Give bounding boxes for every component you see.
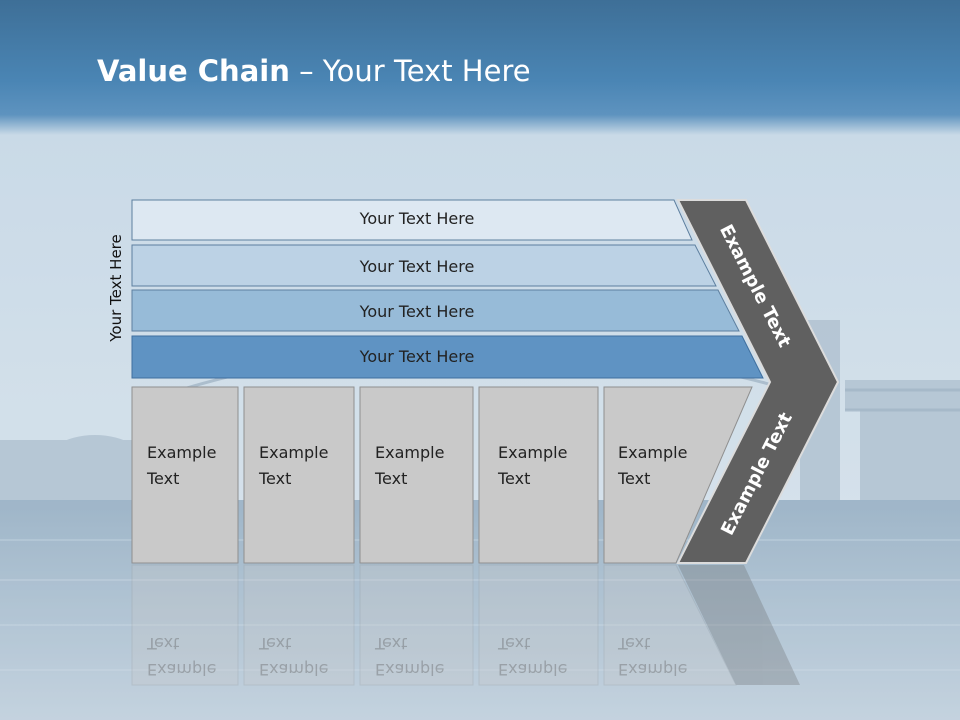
chain-row-1 (131, 199, 693, 241)
chain-cell-2 (243, 386, 355, 564)
cell-label-3: Example Text (375, 443, 445, 488)
chain-cell-5 (603, 386, 753, 564)
chevron-arrow (676, 199, 840, 564)
chain-cell-1 (131, 386, 239, 564)
title-rest: – Your Text Here (289, 54, 531, 88)
cell-reflection-5: Example Text (618, 634, 688, 679)
title-bold: Value Chain (97, 54, 290, 88)
page-title: Value Chain – Your Text Here (97, 54, 531, 88)
cell-label-4: Example Text (498, 443, 568, 488)
row-label-2: Your Text Here (359, 257, 475, 276)
chain-row-4 (131, 335, 764, 379)
chain-row-3 (131, 289, 740, 332)
cell-reflection-2: Example Text (259, 634, 329, 679)
row-label-3: Your Text Here (359, 302, 475, 321)
row-label-4: Your Text Here (359, 347, 475, 366)
cell-label-2: Example Text (259, 443, 329, 488)
cell-reflection-4: Example Text (498, 634, 568, 679)
row-label-1: Your Text Here (359, 209, 475, 228)
chain-cell-3 (359, 386, 474, 564)
cell-reflection-3: Example Text (375, 634, 445, 679)
title-bar (0, 0, 960, 135)
cell-label-1: Example Text (147, 443, 217, 488)
cell-reflection-1: Example Text (147, 634, 217, 679)
cell-label-5: Example Text (618, 443, 688, 488)
chain-cell-4 (478, 386, 599, 564)
chain-row-2 (131, 244, 717, 287)
